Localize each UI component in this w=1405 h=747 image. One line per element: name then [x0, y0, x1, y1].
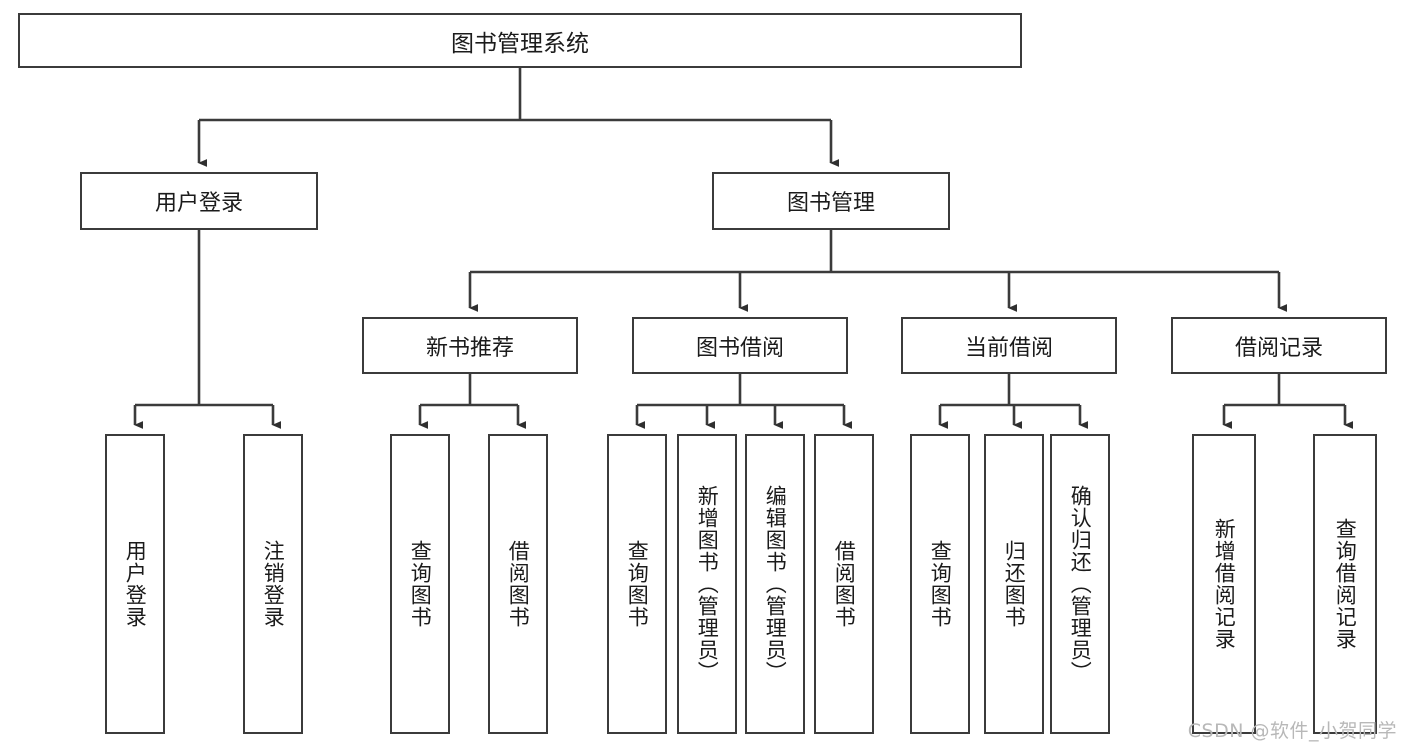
leaf-label: 查询图书 — [408, 540, 433, 628]
leaf-label: 编辑图书（管理员） — [763, 485, 788, 683]
leaf-label: 归还图书 — [1002, 540, 1027, 628]
watermark-text: CSDN @软件_小贺同学 — [1187, 720, 1397, 742]
node-root-label: 图书管理系统 — [451, 30, 589, 57]
node-leaf-query-book-1[interactable]: 查询图书 — [390, 434, 450, 734]
node-user-login[interactable]: 用户登录 — [80, 172, 318, 230]
node-current-borrow[interactable]: 当前借阅 — [901, 317, 1117, 374]
node-leaf-add-record[interactable]: 新增借阅记录 — [1192, 434, 1256, 734]
node-leaf-edit-book[interactable]: 编辑图书（管理员） — [745, 434, 805, 734]
node-leaf-add-book[interactable]: 新增图书（管理员） — [677, 434, 737, 734]
node-book-manage-label: 图书管理 — [786, 191, 875, 216]
node-user-login-label: 用户登录 — [154, 191, 243, 216]
leaf-label: 查询图书 — [928, 540, 953, 628]
node-leaf-query-book-3[interactable]: 查询图书 — [910, 434, 970, 734]
node-book-borrow[interactable]: 图书借阅 — [632, 317, 848, 374]
node-borrow-record[interactable]: 借阅记录 — [1171, 317, 1387, 374]
leaf-label: 借阅图书 — [832, 540, 857, 628]
node-leaf-return-book[interactable]: 归还图书 — [984, 434, 1044, 734]
node-leaf-query-book-2[interactable]: 查询图书 — [607, 434, 667, 734]
node-borrow-record-label: 借阅记录 — [1234, 335, 1323, 361]
leaf-label: 新增借阅记录 — [1212, 518, 1237, 650]
node-leaf-logout[interactable]: 注销登录 — [243, 434, 303, 734]
node-leaf-query-record[interactable]: 查询借阅记录 — [1313, 434, 1377, 734]
node-leaf-borrow-book-2[interactable]: 借阅图书 — [814, 434, 874, 734]
node-leaf-confirm-return[interactable]: 确认归还（管理员） — [1050, 434, 1110, 734]
leaf-label: 注销登录 — [261, 540, 286, 628]
node-leaf-borrow-book-1[interactable]: 借阅图书 — [488, 434, 548, 734]
leaf-label: 确认归还（管理员） — [1068, 485, 1093, 683]
leaf-label: 新增图书（管理员） — [695, 485, 720, 683]
leaf-label: 借阅图书 — [506, 540, 531, 628]
node-current-borrow-label: 当前借阅 — [964, 335, 1053, 361]
node-leaf-user-login[interactable]: 用户登录 — [105, 434, 165, 734]
leaf-label: 查询借阅记录 — [1333, 518, 1358, 650]
node-root[interactable]: 图书管理系统 — [18, 13, 1022, 68]
node-book-manage[interactable]: 图书管理 — [712, 172, 950, 230]
node-book-borrow-label: 图书借阅 — [695, 335, 784, 361]
leaf-label: 用户登录 — [123, 540, 148, 628]
node-new-book-rec-label: 新书推荐 — [425, 335, 514, 361]
leaf-label: 查询图书 — [625, 540, 650, 628]
node-new-book-rec[interactable]: 新书推荐 — [362, 317, 578, 374]
